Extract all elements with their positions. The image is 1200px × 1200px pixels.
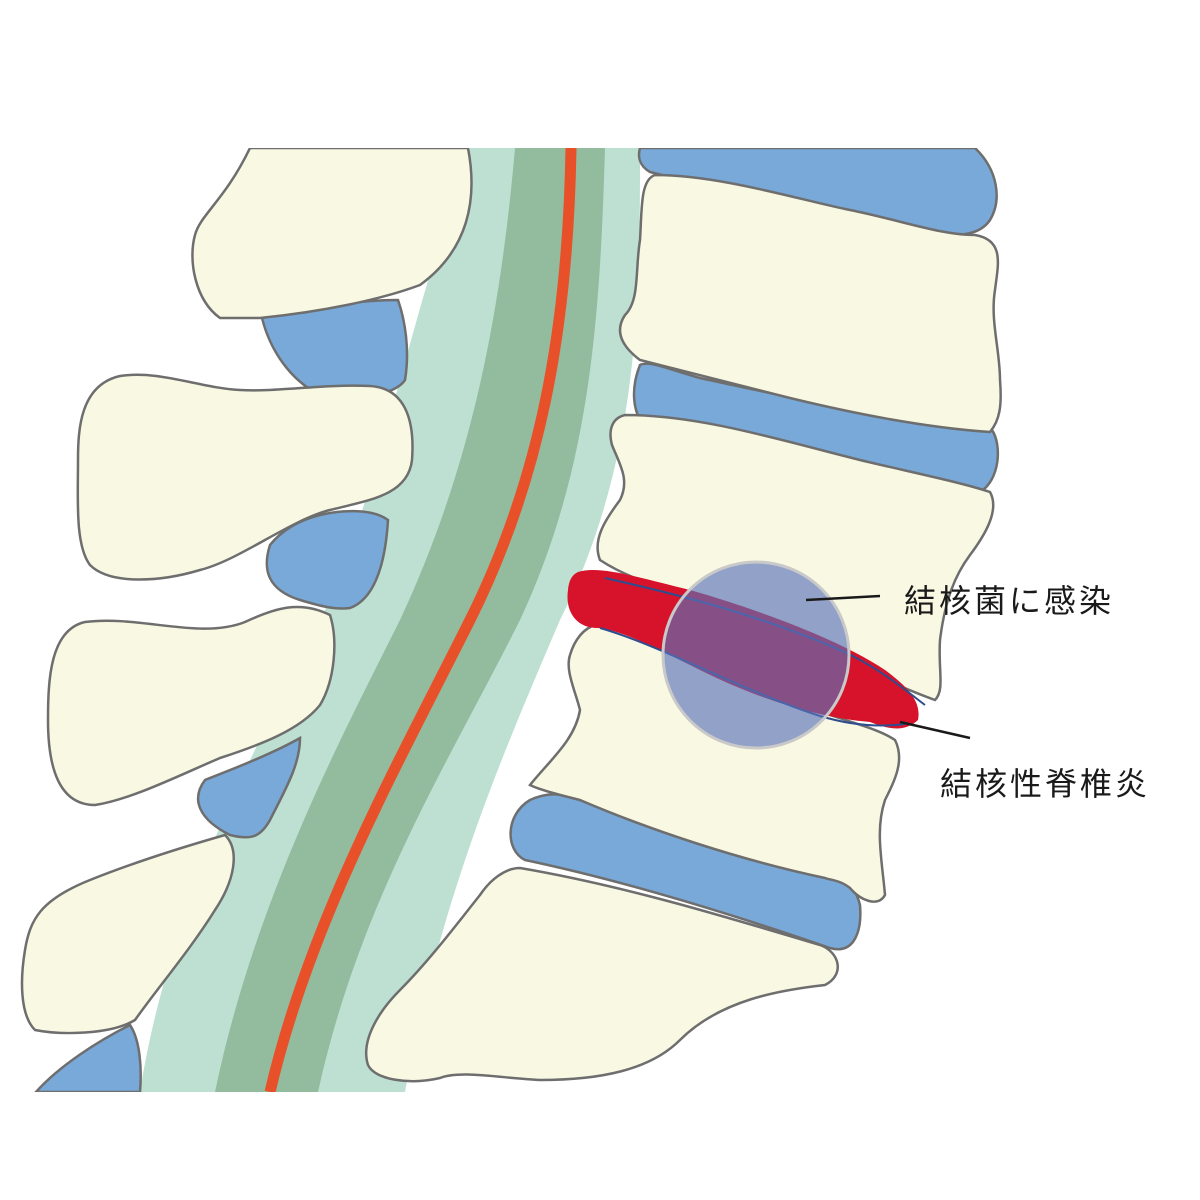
label-infection: 結核菌に感染 bbox=[904, 582, 1114, 620]
posterior-ligament-2 bbox=[265, 509, 390, 610]
infection-leader-line bbox=[805, 594, 881, 602]
spinous-process-2 bbox=[76, 373, 414, 581]
infection-site-circle bbox=[661, 560, 851, 750]
dura-mater bbox=[215, 148, 605, 1092]
vertebral-body-4 bbox=[365, 866, 839, 1083]
vertebral-body-1 bbox=[618, 173, 1002, 434]
posterior-ligament-3 bbox=[196, 735, 302, 839]
spinal-cord bbox=[264, 148, 577, 1092]
label-disease: 結核性脊椎炎 bbox=[940, 765, 1150, 803]
posterior-ligament-4 bbox=[34, 1023, 142, 1092]
disease-leader-line bbox=[899, 720, 971, 740]
spinous-process-3 bbox=[46, 605, 336, 807]
spinous-process-1 bbox=[191, 148, 473, 320]
spinous-process-4 bbox=[20, 833, 235, 1035]
vertebral-body-2 bbox=[596, 413, 995, 702]
